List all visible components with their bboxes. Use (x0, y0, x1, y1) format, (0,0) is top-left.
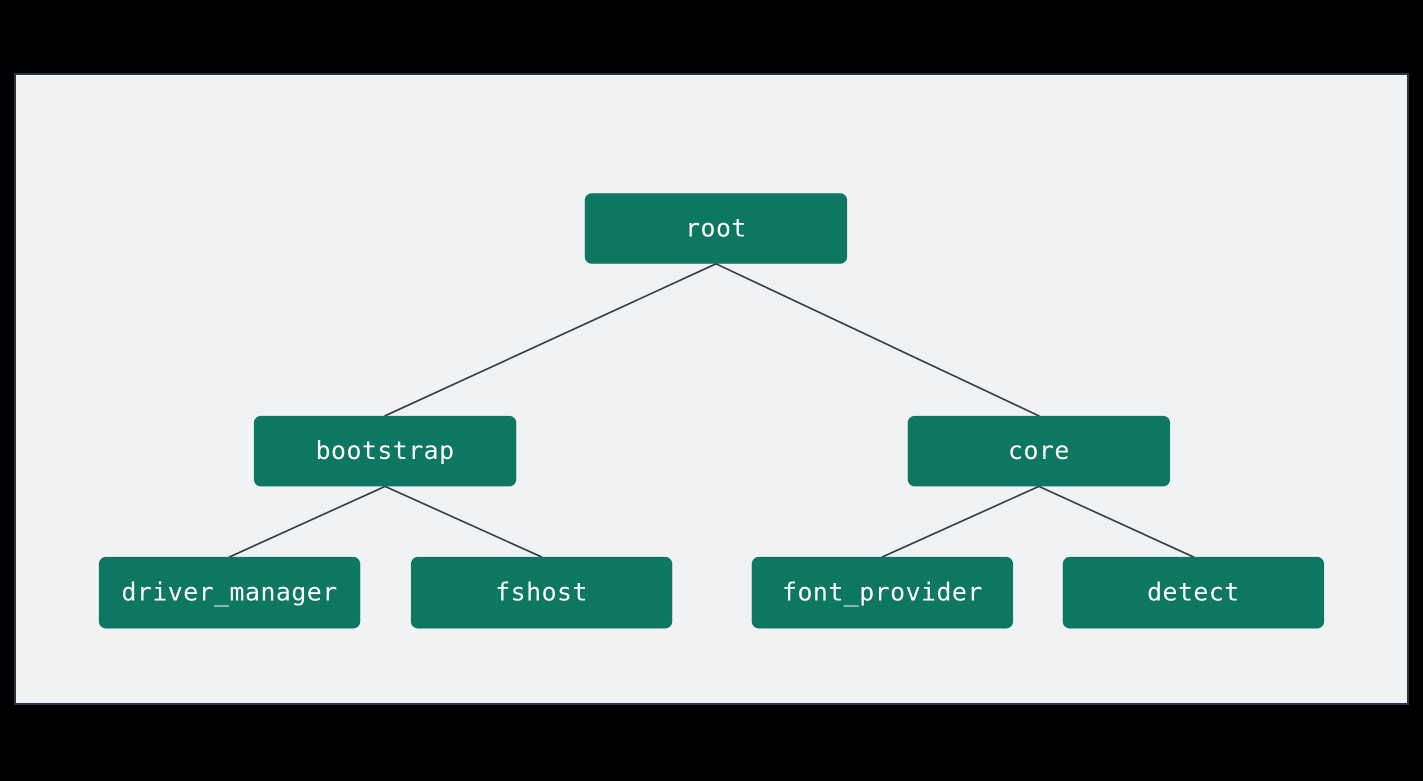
edge-core-to-font_provider (881, 485, 1040, 558)
node-core[interactable]: core (907, 415, 1171, 487)
node-font_provider[interactable]: font_provider (751, 556, 1014, 629)
edge-bootstrap-to-driver_manager (228, 485, 386, 558)
node-label-detect: detect (1147, 578, 1240, 607)
node-driver_manager[interactable]: driver_manager (98, 556, 361, 629)
node-fshost[interactable]: fshost (410, 556, 673, 629)
node-box-font_provider[interactable] (751, 556, 1014, 629)
node-label-root: root (685, 214, 747, 243)
node-bootstrap[interactable]: bootstrap (253, 415, 517, 487)
node-box-fshost[interactable] (410, 556, 673, 629)
tree-graph: root bootstrap core driver_manager fshost fon… (98, 193, 1325, 629)
node-box-root[interactable] (584, 193, 848, 264)
node-label-bootstrap: bootstrap (316, 436, 455, 465)
edge-root-to-bootstrap (384, 262, 717, 417)
node-box-driver_manager[interactable] (98, 556, 361, 629)
node-box-core[interactable] (907, 415, 1171, 487)
node-label-fshost: fshost (495, 578, 588, 607)
edge-layer (228, 262, 1195, 558)
diagram-canvas: root bootstrap core driver_manager fshost fon… (14, 73, 1409, 705)
node-root[interactable]: root (584, 193, 848, 264)
edge-core-to-detect (1038, 485, 1195, 558)
node-box-bootstrap[interactable] (253, 415, 517, 487)
node-box-detect[interactable] (1062, 556, 1325, 629)
edge-root-to-core (715, 262, 1040, 417)
node-layer: root bootstrap core driver_manager fshost fon… (98, 193, 1325, 629)
node-label-font_provider: font_provider (782, 578, 983, 607)
node-label-core: core (1008, 436, 1070, 465)
edge-bootstrap-to-fshost (384, 485, 543, 558)
node-detect[interactable]: detect (1062, 556, 1325, 629)
node-label-driver_manager: driver_manager (121, 578, 337, 607)
